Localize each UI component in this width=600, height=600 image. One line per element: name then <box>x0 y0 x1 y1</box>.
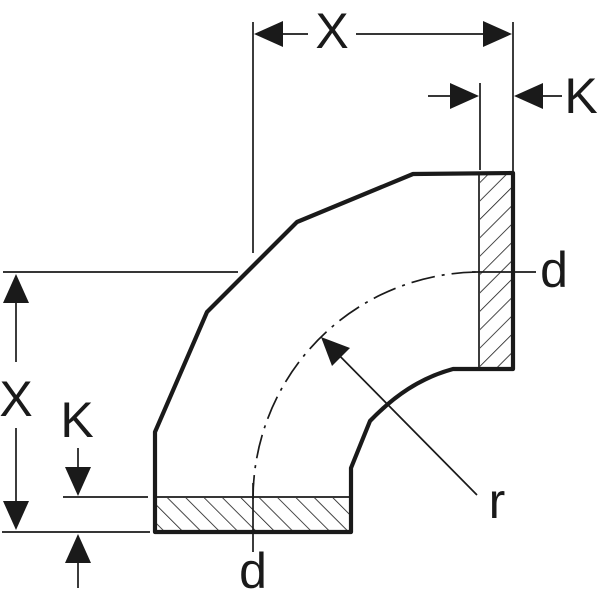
arrowhead-up-icon <box>3 274 29 303</box>
d-bottom-label: d <box>239 543 267 599</box>
arrowhead-left-icon <box>254 21 283 47</box>
dimension-k-bottom: K <box>60 392 148 588</box>
arrowhead-pointing-left-icon <box>514 83 543 109</box>
d-right-label: d <box>540 242 568 298</box>
dimension-x-top: X <box>252 3 514 253</box>
arrowhead-right-icon <box>483 21 512 47</box>
centerline-arc <box>252 271 481 500</box>
k-top-label: K <box>564 68 597 124</box>
diameter-callout-bottom: d <box>239 483 267 599</box>
arrowhead-pointing-up-icon <box>65 534 91 563</box>
r-leader-line <box>325 341 478 496</box>
dimension-x-left: X <box>0 271 238 533</box>
x-left-label: X <box>0 371 33 427</box>
arrowhead-pointing-down-icon <box>65 467 91 496</box>
arrowhead-pointing-right-icon <box>450 83 479 109</box>
diameter-callout-right: d <box>472 242 568 298</box>
k-bottom-label: K <box>60 392 93 448</box>
radius-callout: r <box>321 337 505 529</box>
arrowhead-radius-icon <box>321 337 350 366</box>
x-top-label: X <box>315 3 348 59</box>
r-label: r <box>489 473 506 529</box>
arrowhead-down-icon <box>3 501 29 530</box>
dimension-k-top: K <box>428 68 598 170</box>
